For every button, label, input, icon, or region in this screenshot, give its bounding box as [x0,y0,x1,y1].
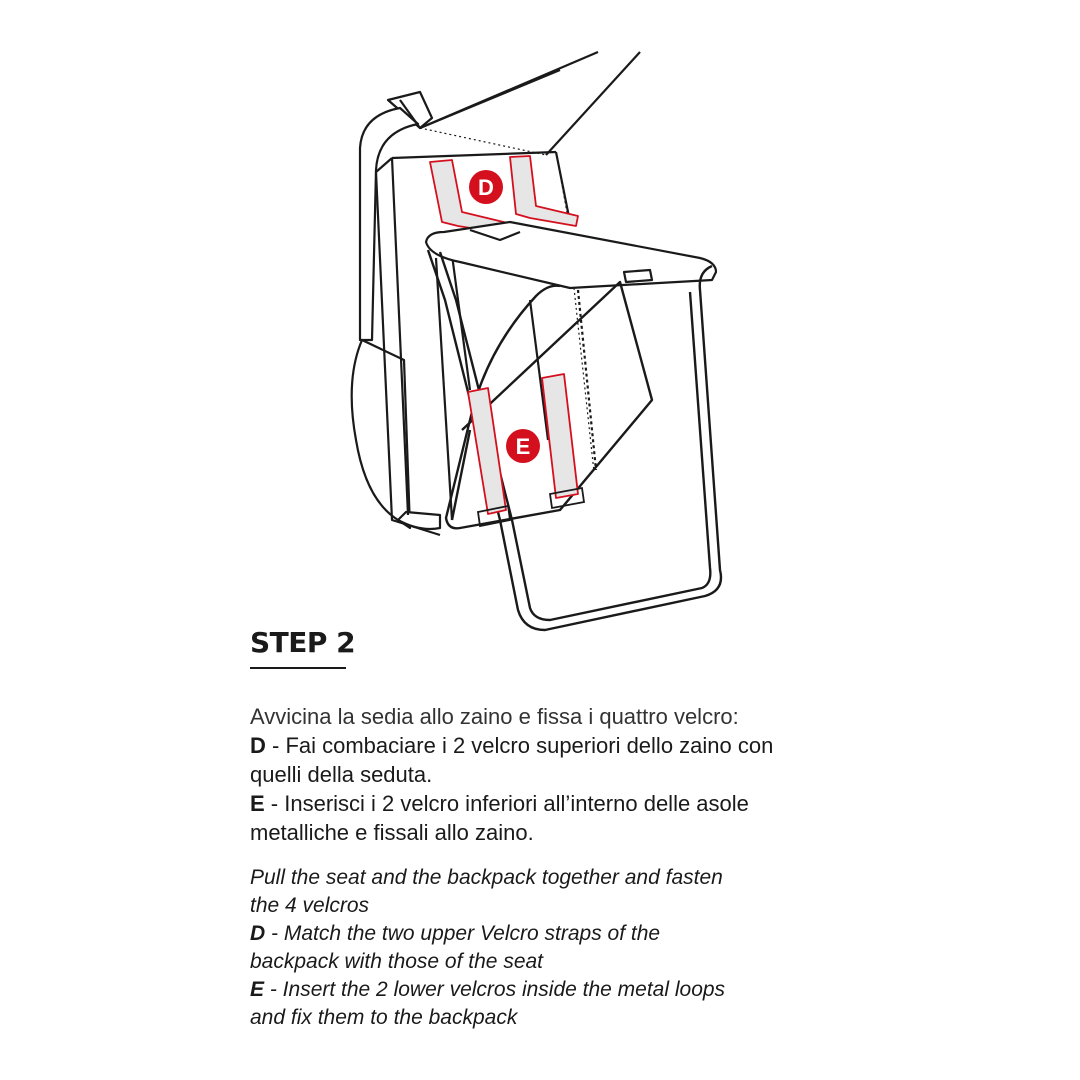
marker-d: D [469,170,503,204]
italian-item-e-text: - Inserisci i 2 velcro inferiori all’int… [264,791,749,816]
metal-loops [476,486,586,528]
backpack-zipper [419,127,595,473]
seat [424,220,718,290]
marker-d-label: D [478,175,494,200]
english-instructions: Pull the seat and the backpack together … [250,864,850,1032]
english-item-e-key: E [250,978,265,1001]
english-item-d-key: D [250,922,266,945]
english-item-e: E - Insert the 2 lower velcros inside th… [250,976,850,1004]
english-intro: Pull the seat and the backpack together … [250,866,723,889]
upper-velcro-straps [429,155,579,235]
english-item-d-text-cont: backpack with those of the seat [250,950,544,973]
italian-intro: Avvicina la sedia allo zaino e fissa i q… [250,704,739,729]
english-item-e-text-cont: and fix them to the backpack [250,1006,518,1029]
english-intro-cont: the 4 velcros [250,894,370,917]
italian-item-d-text: - Fai combaciare i 2 velcro superiori de… [265,733,774,758]
italian-item-e-key: E [250,791,265,816]
italian-item-d-key: D [250,733,266,758]
italian-item-e-text-cont: metalliche e fissali allo zaino. [250,820,534,845]
italian-item-d-text-cont: quelli della seduta. [250,762,433,787]
backpack-chair-illustration: D E [350,50,723,632]
english-item-d: D - Match the two upper Velcro straps of… [250,920,850,948]
title-underline [250,667,346,669]
english-item-d-text: - Match the two upper Velcro straps of t… [265,922,661,945]
italian-instructions: Avvicina la sedia allo zaino e fissa i q… [250,702,890,847]
chair-frame [426,249,723,632]
marker-e: E [506,429,540,463]
english-item-e-text: - Insert the 2 lower velcros inside the … [264,978,726,1001]
italian-item-d: D - Fai combaciare i 2 velcro superiori … [250,731,890,760]
step-title: STEP 2 [250,626,356,659]
lower-velcro-straps [467,373,579,515]
marker-e-label: E [516,434,531,459]
italian-item-e: E - Inserisci i 2 velcro inferiori all’i… [250,789,890,818]
